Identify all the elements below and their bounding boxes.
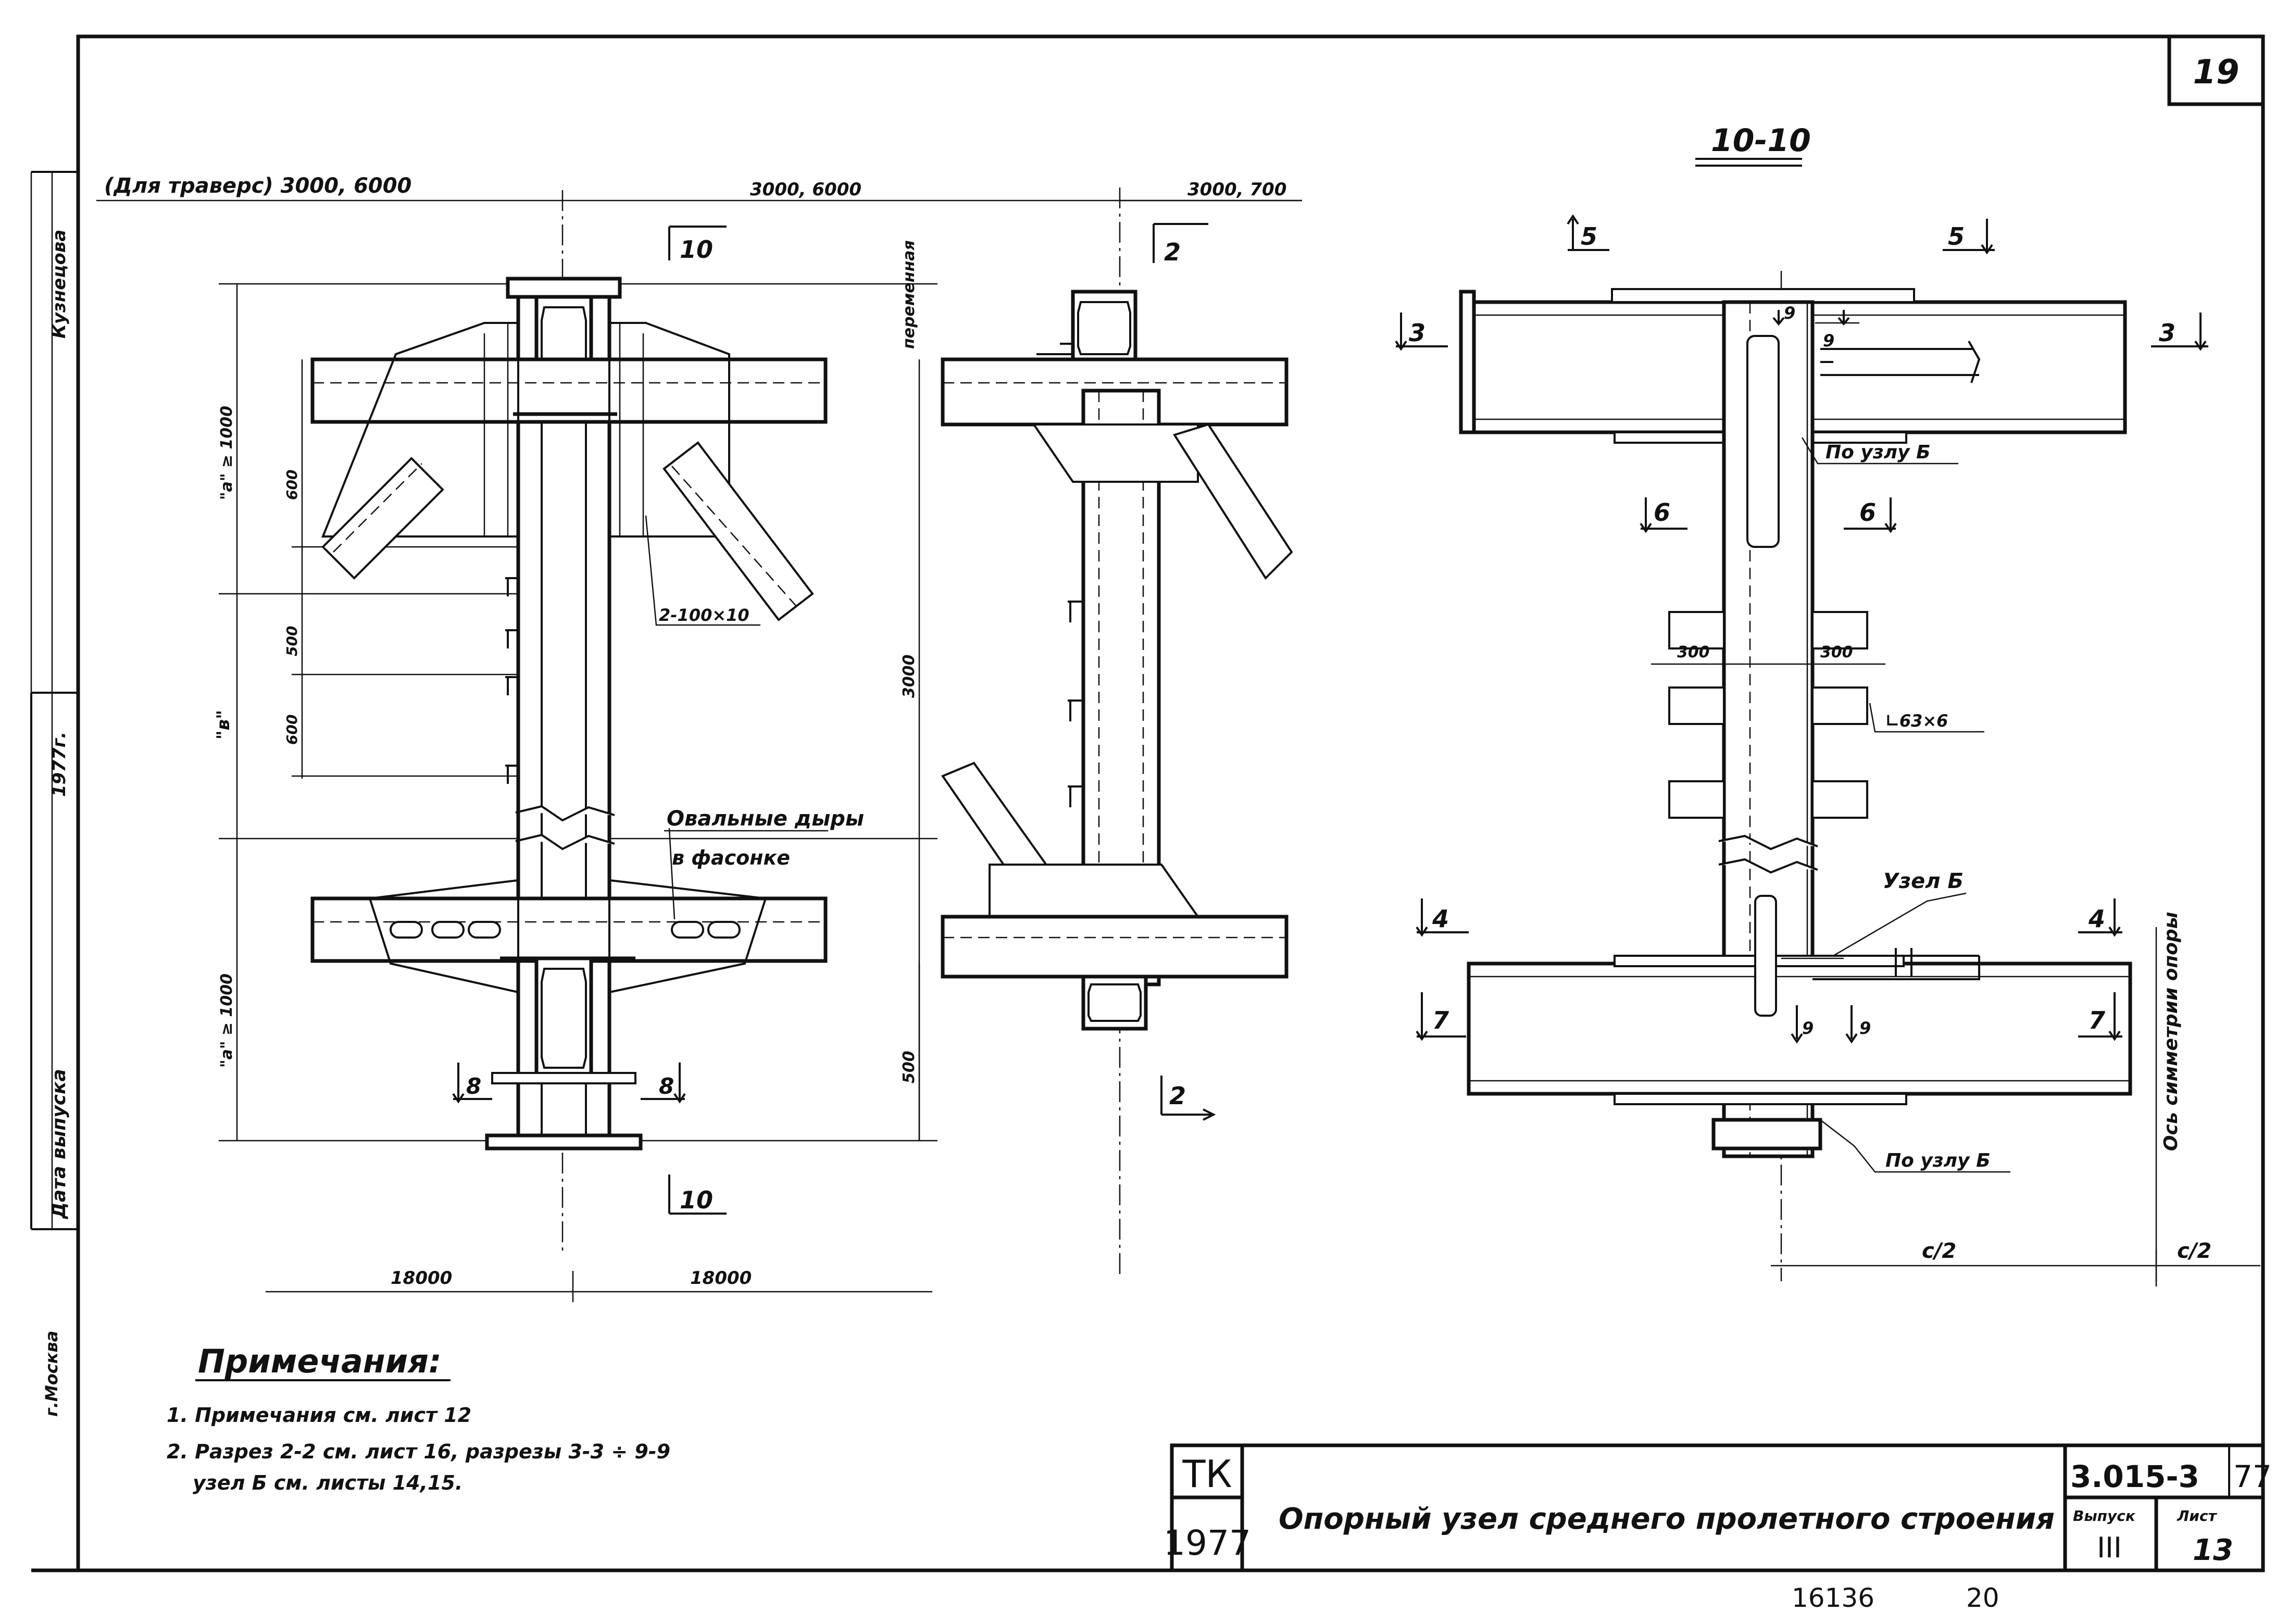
right-s7-left: 7	[1432, 1006, 1449, 1034]
left-section-8-right: 8	[659, 1073, 674, 1099]
stamp-author: Кузнецова	[49, 230, 70, 339]
middle-section-mark-bottom: 2	[1169, 1082, 1186, 1110]
left-dim-500: 500	[283, 626, 301, 656]
right-s4-right: 4	[2088, 905, 2105, 933]
footer-page: 20	[1966, 1583, 1999, 1613]
right-uzel-b: Узел Б	[1883, 869, 1964, 893]
right-view	[1395, 158, 2260, 1286]
right-axis-label: Ось симметрии опоры	[2160, 912, 2182, 1151]
left-dim-600b: 600	[283, 715, 301, 745]
notes-line-3: узел Б см. листы 14,15.	[193, 1471, 462, 1494]
middle-view	[918, 188, 1302, 1276]
title-text: Опорный узел среднего пролетного строени…	[1279, 1502, 2055, 1536]
right-s9-a: 9	[1784, 303, 1795, 323]
left-top-dim-left: (Для траверс) 3000, 6000	[104, 174, 411, 198]
middle-dim-3000: 3000	[900, 655, 918, 698]
right-s6-left: 6	[1654, 498, 1670, 527]
title-code-year: 77	[2233, 1459, 2272, 1494]
sheet-number: 19	[2193, 53, 2239, 92]
right-s3-left: 3	[1409, 319, 1426, 347]
left-oval-label-2: в фасонке	[672, 846, 790, 869]
right-dim-c2-left: c/2	[1922, 1239, 1956, 1263]
stamp-issue-date-label: Дата выпуска	[48, 1069, 70, 1219]
right-s5-right: 5	[1948, 222, 1965, 251]
left-section-mark-bottom: 10	[680, 1186, 713, 1214]
right-title: 10-10	[1711, 122, 1811, 159]
title-org: ТК	[1182, 1452, 1232, 1496]
right-dim-c2-right: c/2	[2177, 1239, 2211, 1263]
right-s7-right: 7	[2089, 1006, 2105, 1034]
title-sheet-label: Лист	[2177, 1507, 2217, 1525]
left-section-mark-top: 10	[680, 235, 713, 264]
right-s9-c: 9	[1802, 1018, 1814, 1038]
right-s5-left: 5	[1581, 222, 1597, 251]
right-s9-b: 9	[1823, 331, 1834, 351]
side-stamp	[30, 171, 78, 1230]
title-block	[1170, 1443, 2265, 1572]
left-view	[96, 190, 1302, 1302]
right-s9-d: 9	[1859, 1018, 1871, 1038]
left-dim-a-top: "a" ≥ 1000	[218, 406, 236, 500]
notes-heading: Примечания:	[198, 1342, 442, 1380]
left-top-dim-right: 3000, 6000	[750, 179, 861, 200]
left-dim-a-bottom: "a" ≥ 1000	[218, 973, 236, 1068]
notes-line-2: 2. Разрез 2-2 см. лист 16, разрезы 3-3 ÷…	[167, 1440, 670, 1463]
title-code: 3.015-3	[2070, 1459, 2199, 1494]
right-dim-300-right: 300	[1820, 643, 1853, 661]
right-po-uzlu-top: По узлу Б	[1826, 442, 1931, 463]
left-bottom-dim-left: 18000	[391, 1268, 452, 1289]
left-oval-label-1: Овальные дыры	[667, 807, 864, 831]
middle-top-dim: 3000, 700	[1187, 179, 1286, 200]
right-s6-right: 6	[1859, 498, 1876, 527]
right-angle-label: ∟63×6	[1885, 711, 1948, 731]
title-issue-label: Выпуск	[2073, 1507, 2136, 1525]
left-bottom-dim-right: 18000	[690, 1268, 752, 1289]
left-angle-label: 2-100×10	[659, 605, 749, 625]
title-sheet-value: 13	[2193, 1533, 2233, 1567]
stamp-year: 1977г.	[49, 732, 70, 797]
right-s3-right: 3	[2159, 319, 2176, 347]
left-dim-600: 600	[283, 470, 301, 500]
title-issue-value: III	[2097, 1531, 2122, 1564]
footer-inv-number: 16136	[1792, 1583, 1874, 1613]
notes-line-1: 1. Примечания см. лист 12	[167, 1404, 471, 1427]
right-dim-300-left: 300	[1677, 643, 1710, 661]
middle-dim-500: 500	[900, 1051, 918, 1083]
middle-section-mark-top: 2	[1164, 238, 1181, 266]
left-section-8-left: 8	[466, 1073, 481, 1099]
right-s4-left: 4	[1432, 905, 1449, 933]
stamp-city: г.Москва	[42, 1331, 61, 1417]
left-dim-b: "в"	[213, 710, 234, 740]
middle-vertical-label: переменная	[900, 240, 918, 349]
right-po-uzlu-bottom: По узлу Б	[1885, 1150, 1991, 1171]
title-year: 1977	[1164, 1523, 1251, 1563]
